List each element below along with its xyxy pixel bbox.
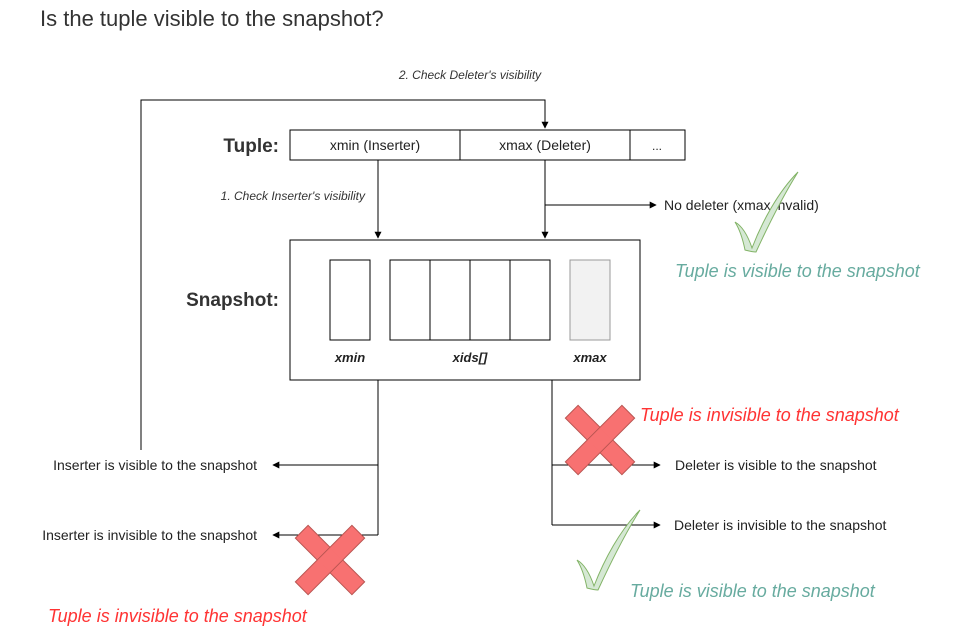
outcome-deleter-visible: Deleter is visible to the snapshot: [675, 457, 877, 473]
tuple-row: xmin (Inserter) xmax (Deleter) ...: [289, 129, 686, 161]
check-icon: [576, 509, 641, 591]
snapshot-xmax-label: xmax: [572, 350, 607, 365]
cross-icon: [294, 524, 366, 596]
connector-to-deleter-check: [140, 99, 549, 450]
step-check-inserter-label: 1. Check Inserter's visibility: [221, 189, 366, 203]
check-icon: [734, 171, 799, 253]
outcome-inserter-invisible: Inserter is invisible to the snapshot: [42, 527, 257, 543]
tuple-field-xmin-text: xmin (Inserter): [330, 137, 420, 153]
tuple-field-more: [629, 129, 686, 161]
tuple-field-more-text: ...: [652, 139, 662, 153]
outcome-inserter-visible: Inserter is visible to the snapshot: [53, 457, 257, 473]
verdict-visible-no-deleter: Tuple is visible to the snapshot: [675, 261, 921, 281]
cross-icon: [564, 404, 636, 476]
snapshot-xids-cell-3: [469, 259, 511, 341]
verdict-invisible-inserter-invisible: Tuple is invisible to the snapshot: [48, 606, 308, 626]
snapshot-box: xmin xids[] xmax: [289, 239, 641, 381]
snapshot-label: Snapshot:: [186, 290, 279, 311]
snapshot-xids-cell-4: [509, 259, 551, 341]
tuple-field-xmax: [459, 129, 631, 161]
outcome-no-deleter: No deleter (xmax invalid): [664, 197, 819, 213]
verdict-visible-deleter-invisible: Tuple is visible to the snapshot: [630, 581, 876, 601]
tuple-field-xmax-text: xmax (Deleter): [499, 137, 591, 153]
tuple-label: Tuple:: [223, 136, 279, 157]
snapshot-xmax-cell: [569, 259, 611, 341]
page-title: Is the tuple visible to the snapshot?: [40, 6, 384, 31]
snapshot-xmin-label: xmin: [334, 350, 365, 365]
snapshot-xids-cell-1: [389, 259, 431, 341]
verdict-invisible-deleter-visible: Tuple is invisible to the snapshot: [640, 405, 900, 425]
step-check-deleter-label: 2. Check Deleter's visibility: [398, 68, 542, 82]
snapshot-xids-cell-2: [429, 259, 471, 341]
outcome-deleter-invisible: Deleter is invisible to the snapshot: [674, 517, 887, 533]
snapshot-xmin-cell: [329, 259, 371, 341]
snapshot-xids-label: xids[]: [452, 350, 488, 365]
